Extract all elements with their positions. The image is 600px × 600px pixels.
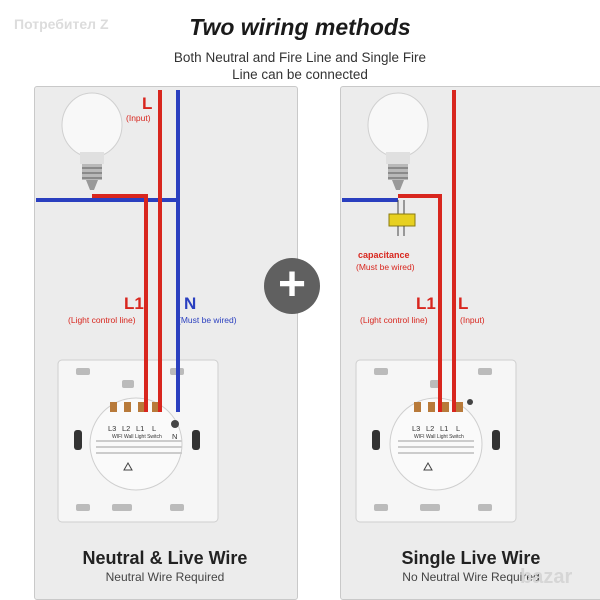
left-footer-title: Neutral & Live Wire bbox=[82, 548, 248, 568]
right-light-bulb-icon bbox=[367, 92, 429, 190]
right-footer-title: Single Live Wire bbox=[401, 548, 541, 568]
left-terminal-l2: L2 bbox=[122, 424, 131, 433]
right-switch-name: WIFI Wall Light Switch bbox=[414, 434, 464, 440]
watermark-text: Потребител Z bbox=[14, 16, 109, 32]
left-terminal-n: N bbox=[172, 432, 178, 441]
right-l1-label: L1 bbox=[416, 294, 436, 313]
watermark-logo: bazar bbox=[520, 566, 573, 588]
right-terminal-l3: L3 bbox=[412, 424, 421, 433]
left-terminal-l: L bbox=[152, 424, 157, 433]
right-light-control-wire-l1 bbox=[398, 194, 442, 412]
subtitle-line-1: Both Neutral and Fire Line and Single Fi… bbox=[173, 50, 427, 65]
subtitle-line-2: Line can be connected bbox=[232, 67, 368, 82]
left-light-control-wire-l1 bbox=[92, 194, 148, 412]
left-footer-subtitle: Neutral Wire Required bbox=[105, 570, 225, 584]
right-capacitor-icon bbox=[388, 200, 416, 236]
right-l-note: (Input) bbox=[460, 315, 485, 325]
plus-icon: + bbox=[264, 258, 320, 314]
right-footer-subtitle: No Neutral Wire Required bbox=[402, 570, 540, 584]
left-n-note: (Must be wired) bbox=[178, 315, 237, 325]
capacitance-note: (Must be wired) bbox=[356, 262, 415, 272]
left-neutral-wire bbox=[36, 90, 180, 412]
right-l1-note: (Light control line) bbox=[360, 315, 428, 325]
left-terminal-l1: L1 bbox=[136, 424, 145, 433]
right-terminal-l2: L2 bbox=[426, 424, 435, 433]
left-terminal-l3: L3 bbox=[108, 424, 117, 433]
right-l-label: L bbox=[458, 294, 469, 313]
left-l1-label: L1 bbox=[124, 294, 144, 313]
left-light-bulb-icon bbox=[61, 92, 123, 190]
right-switch-plate bbox=[355, 359, 517, 523]
left-l1-note: (Light control line) bbox=[68, 315, 136, 325]
left-switch-name: WIFI Wall Light Switch bbox=[112, 434, 162, 440]
left-l-note: (Input) bbox=[126, 113, 151, 123]
right-terminal-l1: L1 bbox=[440, 424, 449, 433]
left-l-label: L bbox=[142, 94, 153, 113]
right-terminal-l: L bbox=[456, 424, 461, 433]
page-title: Two wiring methods bbox=[189, 14, 411, 40]
left-switch-plate bbox=[57, 359, 219, 523]
capacitance-label: capacitance bbox=[358, 250, 410, 260]
left-n-label: N bbox=[184, 294, 197, 313]
